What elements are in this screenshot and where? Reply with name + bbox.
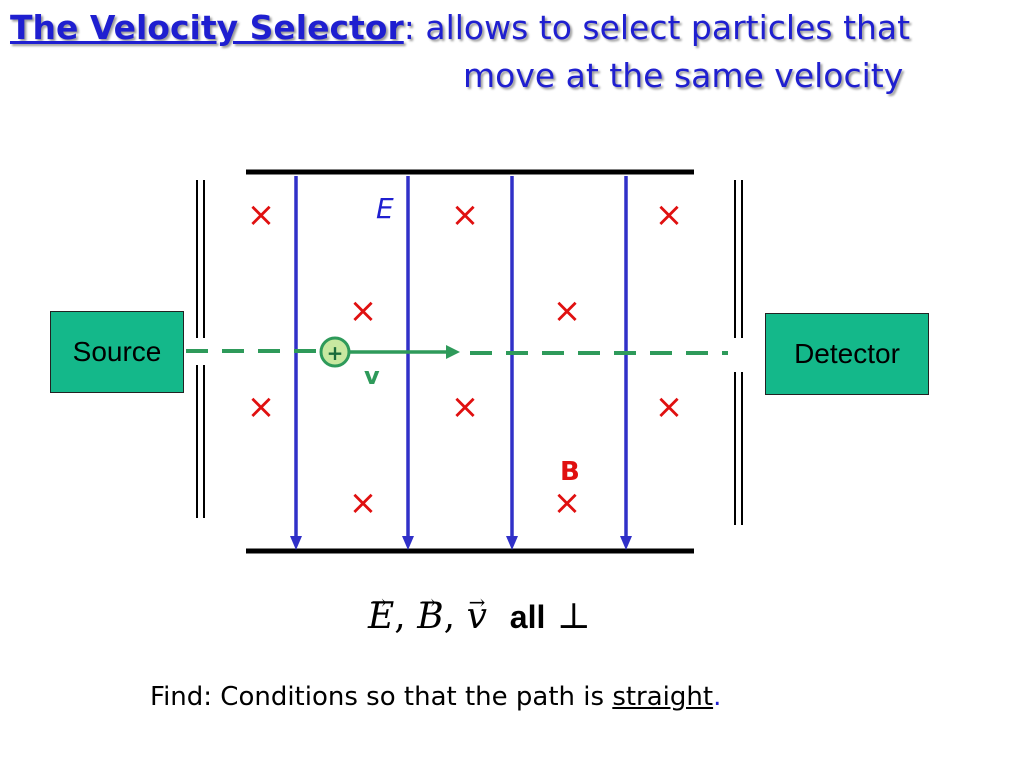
vector-arrow-icon: → — [419, 590, 436, 614]
b-field-cross: × — [349, 291, 378, 331]
perpendicular-symbol: ⊥ — [556, 596, 591, 637]
velocity-arrowhead — [446, 345, 460, 359]
e-field-arrowhead — [402, 536, 414, 550]
b-field-cross: × — [451, 195, 480, 235]
b-field-cross: × — [247, 387, 276, 427]
find-statement: Find: Conditions so that the path is str… — [150, 682, 721, 712]
detector-box: Detector — [765, 313, 929, 395]
right-aperture — [734, 180, 743, 525]
formula-sep: , — [394, 596, 406, 637]
e-field-arrowhead — [506, 536, 518, 550]
source-label: Source — [72, 336, 162, 367]
find-suffix: . — [713, 682, 722, 712]
b-field-cross: × — [553, 483, 582, 523]
magnetic-field-crosses: × × × × × × × × × × — [247, 195, 684, 523]
formula-sep: , — [443, 596, 456, 637]
charge-sign: + — [327, 341, 344, 365]
electric-field-lines — [290, 176, 632, 550]
perpendicular-formula: →E, →B, →v all ⊥ — [368, 590, 591, 637]
e-field-label: E — [376, 192, 394, 225]
title-rest: : allows to select particles that — [403, 8, 911, 47]
left-aperture — [196, 180, 205, 518]
formula-v: →v — [466, 590, 487, 637]
e-field-arrowhead — [620, 536, 632, 550]
b-field-cross: × — [247, 195, 276, 235]
detector-label: Detector — [794, 338, 900, 369]
formula-b: →B — [417, 590, 444, 637]
e-field-arrowhead — [290, 536, 302, 550]
b-field-cross: × — [349, 483, 378, 523]
formula-e: →E — [368, 590, 395, 637]
positive-charge — [319, 336, 351, 368]
slide-title: The Velocity Selector: allows to select … — [10, 4, 1020, 100]
particle-path — [186, 349, 728, 355]
formula-all: all — [509, 599, 546, 635]
find-emphasis: straight — [612, 682, 714, 712]
vector-arrow-icon: → — [370, 590, 387, 614]
b-field-cross: × — [553, 291, 582, 331]
b-field-label: B — [560, 457, 580, 487]
title-line2: move at the same velocity — [463, 56, 904, 95]
find-prefix: Find: Conditions so that the path is — [150, 682, 613, 712]
b-field-cross: × — [655, 387, 684, 427]
source-box: Source — [50, 311, 184, 393]
title-bold: The Velocity Selector — [10, 8, 404, 47]
b-field-cross: × — [451, 387, 480, 427]
b-field-cross: × — [655, 195, 684, 235]
vector-arrow-icon: → — [468, 590, 486, 614]
velocity-label: v — [364, 362, 380, 390]
